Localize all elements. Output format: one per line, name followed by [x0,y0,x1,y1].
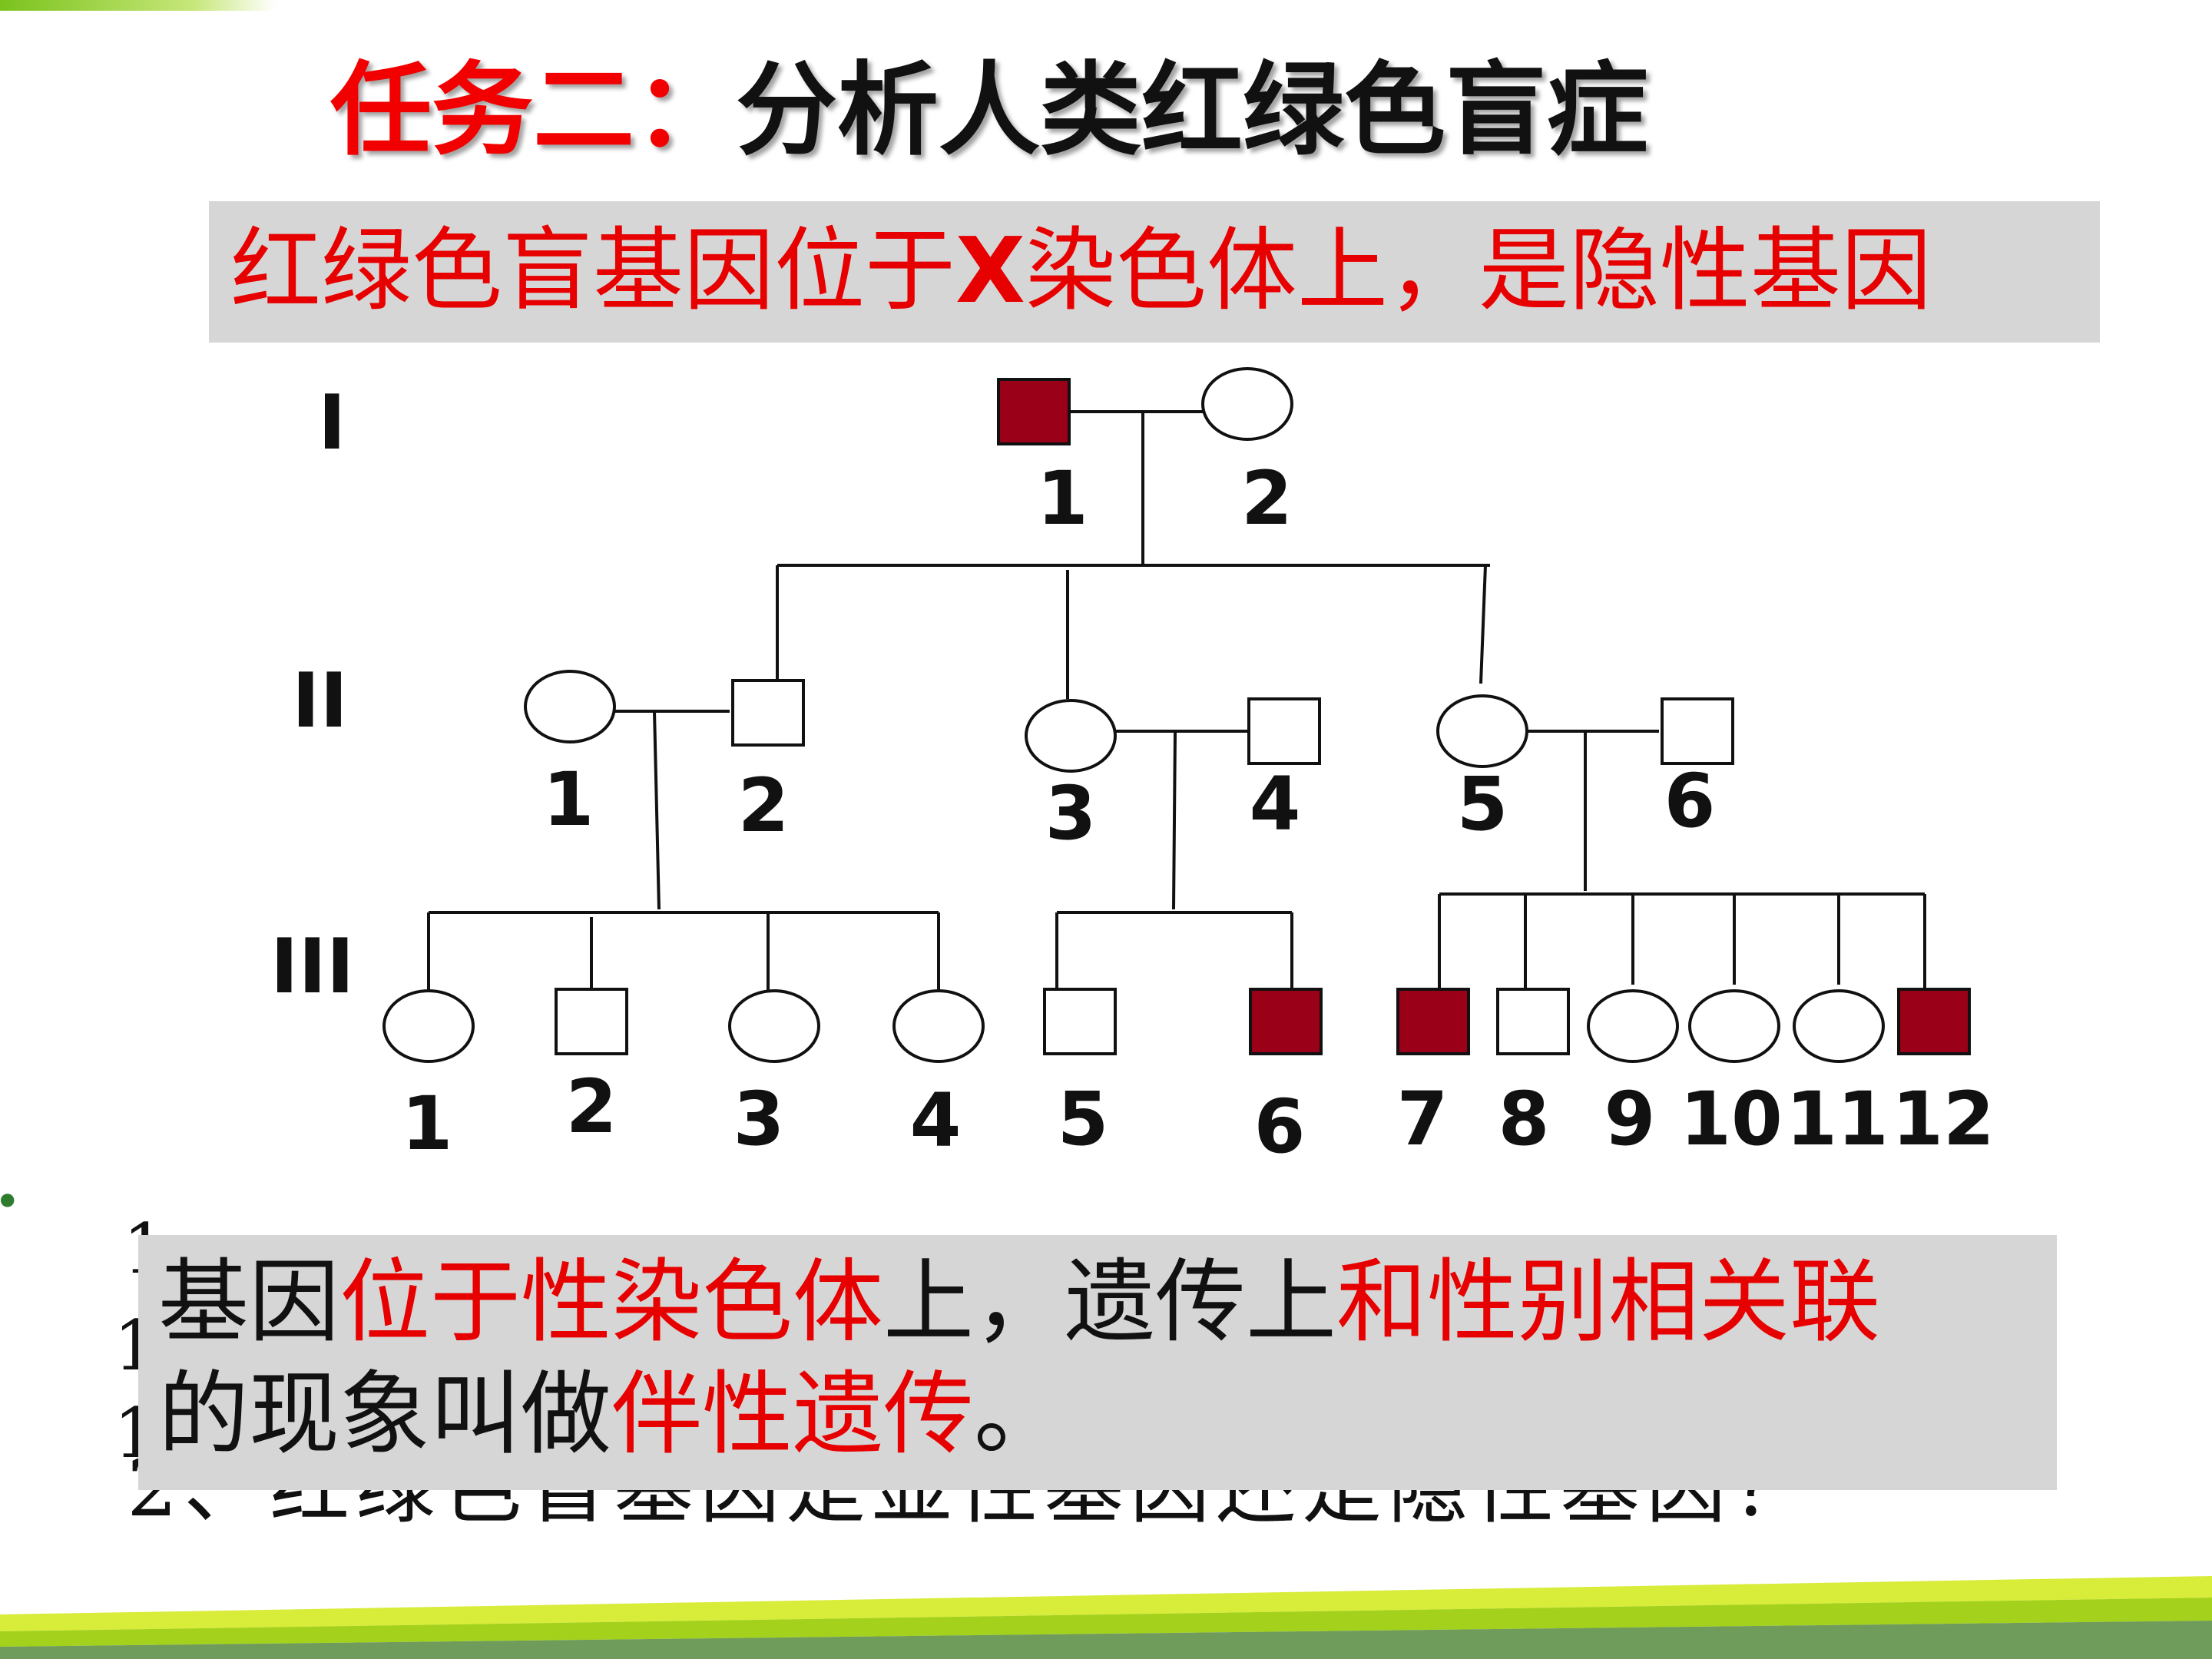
male-square-II-6 [1661,697,1734,765]
definition-line-2: 的现象叫做伴性遗传。 [158,1358,1880,1470]
label-I-2: 2 [1241,455,1293,541]
female-circle-III-1 [382,989,475,1063]
label-II-5: 5 [1457,761,1508,847]
subtitle-text: 红绿色盲基因位于X染色体上，是隐性基因 [230,220,1932,321]
label-III-10: 10 [1680,1076,1783,1162]
definition-line-1: 基因位于性染色体上，遗传上和性别相关联 [158,1246,1880,1358]
subtitle-box: 红绿色盲基因位于X染色体上，是隐性基因 [209,201,2100,343]
female-circle-III-10 [1688,989,1780,1063]
male-square-I-1 [997,378,1071,445]
subtitle-x: X [955,217,1025,323]
title-main: 分析人类红绿色盲症 [736,51,1648,170]
generation-label-I: I [318,379,346,467]
label-III-12: 12 [1892,1076,1995,1162]
label-III-8: 8 [1498,1076,1550,1162]
label-III-4: 4 [910,1078,962,1164]
male-square-II-4 [1247,697,1321,765]
male-square-III-12 [1897,988,1971,1055]
subtitle-part2: 染色体上，是隐性基因 [1025,217,1932,323]
generation-label-II: II [292,657,348,745]
pedigree-symbols [382,367,1971,1063]
title-prefix: 任务二： [330,51,736,170]
female-circle-III-3 [728,989,820,1063]
label-III-5: 5 [1058,1076,1109,1162]
label-III-9: 9 [1604,1076,1656,1162]
bottom-grass-band [0,1576,2212,1659]
male-square-II-2 [731,679,805,747]
pedigree-lines [427,410,1926,994]
top-decor-stripe [0,0,276,11]
female-circle-II-5 [1436,694,1528,768]
female-circle-III-4 [892,989,985,1063]
definition-text: 基因位于性染色体上，遗传上和性别相关联 的现象叫做伴性遗传。 [158,1246,1880,1471]
subtitle-part1: 红绿色盲基因位于 [230,217,956,323]
descent-line-II-3-4 [1172,730,1177,910]
label-III-7: 7 [1397,1076,1449,1162]
left-edge-decor: • [0,1175,21,1229]
female-circle-I-2 [1201,367,1293,441]
female-circle-II-3 [1025,699,1117,773]
female-circle-III-11 [1793,989,1885,1063]
male-square-III-8 [1496,988,1570,1055]
descent-line-II-1-2 [653,710,661,910]
generation-label-III: III [270,923,354,1011]
female-circle-III-9 [1587,989,1679,1063]
label-III-6: 6 [1254,1084,1306,1170]
definition-box: 基因位于性染色体上，遗传上和性别相关联 的现象叫做伴性遗传。 [138,1235,2057,1490]
def-line1-seg3: 和性别相关联 [1336,1249,1881,1355]
page-title: 任务二：分析人类红绿色盲症 [330,60,1648,161]
label-II-1: 1 [543,757,594,843]
label-III-2: 2 [566,1064,618,1150]
label-II-6: 6 [1664,758,1716,844]
male-square-III-2 [555,988,628,1055]
label-III-3: 3 [733,1076,785,1162]
female-circle-II-1 [524,670,616,743]
label-III-1: 1 [402,1081,453,1167]
def-line1-seg1: 位于性染色体 [339,1249,884,1355]
male-square-III-5 [1043,988,1117,1055]
male-square-III-6 [1249,988,1323,1055]
pedigree-chart: I II III 1 2 1 2 3 4 5 6 1 2 3 4 5 6 7 8… [270,367,1995,1170]
label-I-1: 1 [1037,455,1088,541]
drop-line-II-5 [1479,565,1487,684]
def-line2-seg1: 伴性遗传 [611,1361,975,1468]
label-II-3: 3 [1045,770,1097,856]
label-II-2: 2 [738,763,790,849]
def-line2-seg2: 。 [974,1361,1065,1468]
def-line1-seg2: 上，遗传上 [883,1249,1337,1355]
male-square-III-7 [1396,988,1470,1055]
def-line2-seg0: 的现象叫做 [158,1361,612,1468]
label-II-4: 4 [1250,761,1301,847]
def-line1-seg0: 基因 [158,1249,340,1355]
label-III-11: 11 [1786,1076,1889,1162]
